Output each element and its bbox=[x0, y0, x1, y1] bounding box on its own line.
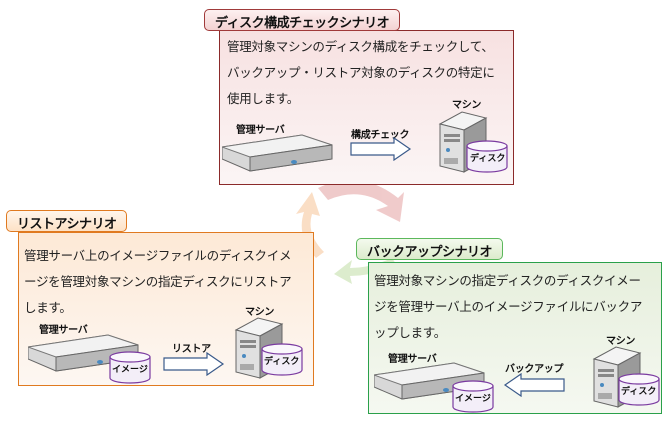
description-line: バックアップ・リストア対象のディスクの特定に bbox=[227, 65, 495, 80]
restore-description: 管理サーバ上のイメージファイルのディスクイメ ージを管理対象マシンの指定ディスク… bbox=[24, 243, 292, 321]
image-label: イメージ bbox=[112, 365, 148, 375]
image-label: イメージ bbox=[455, 394, 491, 404]
description-line: 管理対象マシンの指定ディスクのディスクイメー bbox=[374, 273, 641, 288]
backup-scenario-title: バックアップシナリオ bbox=[356, 238, 504, 260]
description-line: ジを管理サーバ上のイメージファイルにバックア bbox=[374, 299, 643, 314]
management-server-icon bbox=[222, 134, 333, 172]
server-label: 管理サーバ bbox=[39, 325, 88, 336]
disk-label: ディスク bbox=[264, 357, 300, 367]
description-line: 管理対象マシンのディスク構成をチェックして、 bbox=[227, 39, 494, 54]
server-label: 管理サーバ bbox=[236, 125, 285, 136]
description-line: ージを管理対象マシンの指定ディスクにリストア bbox=[24, 274, 292, 289]
disk-check-scenario-title: ディスク構成チェックシナリオ bbox=[204, 9, 401, 31]
description-line: 管理サーバ上のイメージファイルのディスクイメ bbox=[24, 248, 292, 263]
arrow-label: バックアップ bbox=[505, 364, 564, 375]
disk-label: ディスク bbox=[621, 387, 657, 397]
machine-label: マシン bbox=[452, 100, 482, 111]
arrow-left-icon bbox=[503, 373, 565, 397]
disk-label: ディスク bbox=[470, 154, 506, 164]
arrow-label: リストア bbox=[172, 344, 211, 355]
server-label: 管理サーバ bbox=[388, 354, 437, 365]
restore-scenario-title: リストアシナリオ bbox=[6, 210, 128, 232]
description-line: します。 bbox=[24, 300, 72, 315]
machine-tower-icon bbox=[234, 317, 284, 379]
arrow-right-icon bbox=[350, 137, 412, 161]
arrow-right-icon bbox=[163, 352, 225, 376]
description-line: ップします。 bbox=[374, 325, 446, 340]
disk-check-description: 管理対象マシンのディスク構成をチェックして、 バックアップ・リストア対象のディス… bbox=[227, 34, 495, 112]
backup-description: 管理対象マシンの指定ディスクのディスクイメー ジを管理サーバ上のイメージファイル… bbox=[374, 268, 642, 346]
machine-label: マシン bbox=[606, 336, 636, 347]
cycle-arrow-red bbox=[318, 180, 404, 222]
disk-cylinder-icon bbox=[466, 140, 508, 173]
cycle-arrow-orange bbox=[296, 192, 324, 258]
description-line: 使用します。 bbox=[227, 91, 299, 106]
image-cylinder-icon bbox=[452, 380, 494, 413]
machine-label: マシン bbox=[245, 307, 275, 318]
arrow-label: 構成チェック bbox=[351, 130, 410, 141]
image-cylinder-icon bbox=[109, 351, 151, 384]
disk-cylinder-icon bbox=[618, 373, 660, 406]
disk-cylinder-icon bbox=[261, 343, 303, 376]
